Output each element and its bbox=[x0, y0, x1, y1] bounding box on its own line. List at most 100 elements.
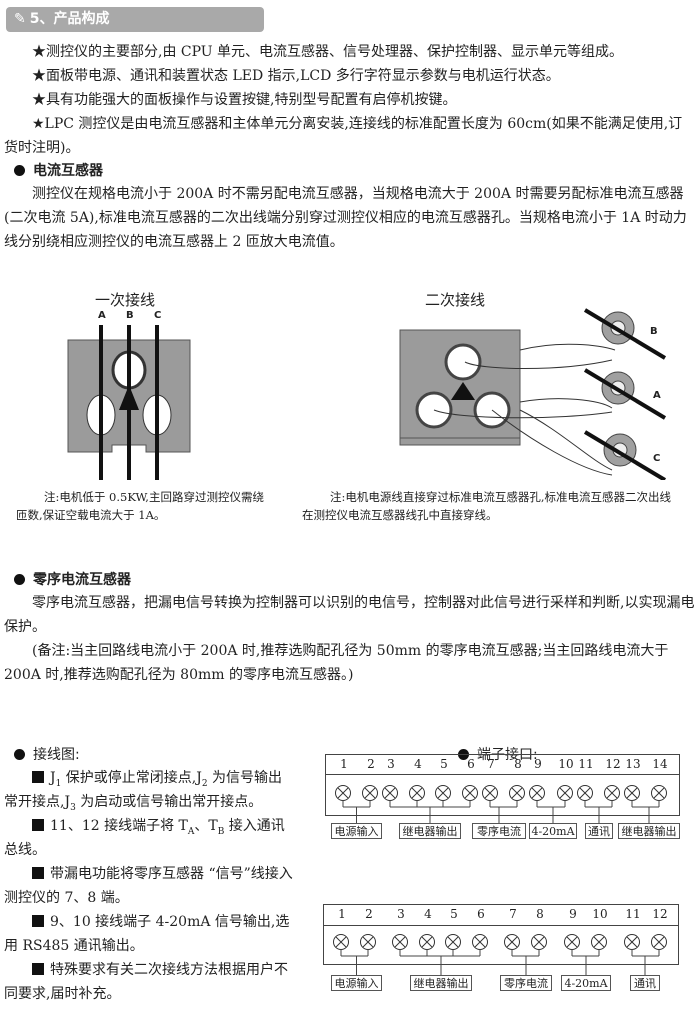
wiring-note-text: 1 bbox=[55, 778, 62, 789]
terminal-screw-icon bbox=[445, 934, 461, 950]
wiring-note-text: 11、12 接线端子将 T bbox=[50, 818, 188, 834]
composition-item: ★LPC 测控仪是由电流互感器和主体单元分离安装,连接线的标准配置长度为 60c… bbox=[4, 116, 683, 156]
bullet-icon bbox=[14, 165, 25, 176]
wiring-note: 11、12 接线端子将 TA、TB 接入通讯总线。 bbox=[4, 814, 294, 862]
wiring-note-text: 为信号输出常开接点,J bbox=[4, 770, 283, 810]
phase-label-a: A bbox=[98, 310, 106, 321]
terminal-group-label: 4-20mA bbox=[561, 975, 611, 991]
terminal-screw-icon bbox=[604, 785, 620, 801]
terminal-number: 2 bbox=[365, 907, 373, 921]
bullet-icon bbox=[14, 574, 25, 585]
wiring-note-text: 特殊要求有关二次接线方法根据用户不同要求,届时补充。 bbox=[4, 962, 288, 1002]
terminal-screw-icon bbox=[335, 785, 351, 801]
terminal-screw-icon bbox=[557, 785, 573, 801]
ct-label-c: C bbox=[653, 453, 661, 464]
secondary-diagram bbox=[399, 308, 667, 480]
secondary-note: 注:电机电源线直接穿过标准电流互感器孔,标准电流互感器二次出线在测控仪电流互感器… bbox=[302, 490, 672, 522]
terminal-number: 3 bbox=[387, 757, 395, 771]
terminal-screw-icon bbox=[409, 785, 425, 801]
zero-seq-section: 零序电流互感器 零序电流互感器，把漏电信号转换为控制器可以识别的电信号，控制器对… bbox=[4, 569, 696, 687]
terminal-number: 8 bbox=[536, 907, 544, 921]
wiring-note-text: 为启动或信号输出常开接点。 bbox=[75, 794, 263, 810]
terminal-number: 12 bbox=[605, 757, 621, 771]
terminal-screw-icon bbox=[504, 934, 520, 950]
ct-label-b: B bbox=[650, 326, 658, 337]
terminal-number: 14 bbox=[652, 757, 668, 771]
terminal-group-label: 电源输入 bbox=[331, 823, 382, 839]
section-header: ✎5、产品构成 bbox=[6, 7, 264, 32]
wiring-note-text: 9、10 接线端子 4-20mA 信号输出,选用 RS485 通讯输出。 bbox=[4, 914, 290, 954]
ct-body: 测控仪在规格电流小于 200A 时不需另配电流互感器，当规格电流大于 200A … bbox=[4, 186, 687, 250]
terminal-screw-icon bbox=[529, 785, 545, 801]
terminal-number: 2 bbox=[367, 757, 375, 771]
terminal-number: 1 bbox=[338, 907, 346, 921]
wiring-note-text: 保护或停止常闭接点,J bbox=[61, 770, 202, 786]
terminal-number: 11 bbox=[625, 907, 641, 921]
wiring-note-text: 、T bbox=[194, 818, 218, 834]
terminal-number: 7 bbox=[487, 757, 495, 771]
composition-item: ★面板带电源、通讯和装置状态 LED 指示,LCD 多行字符显示参数与电机运行状… bbox=[32, 68, 560, 84]
terminal-screw-icon bbox=[577, 785, 593, 801]
terminal-screw-icon bbox=[362, 785, 378, 801]
terminal-number: 6 bbox=[467, 757, 475, 771]
wiring-note-text: 接入通讯总线。 bbox=[4, 818, 285, 858]
primary-diagram bbox=[67, 325, 191, 480]
intro-section: ★测控仪的主要部分,由 CPU 单元、电流互感器、信号处理器、保护控制器、显示单… bbox=[4, 40, 696, 254]
terminal-screw-icon bbox=[564, 934, 580, 950]
square-bullet-icon bbox=[32, 819, 44, 831]
terminal-screw-icon bbox=[419, 934, 435, 950]
terminal-screw-icon bbox=[360, 934, 376, 950]
zero-seq-heading: 零序电流互感器 bbox=[14, 569, 696, 591]
terminal-group-label: 电源输入 bbox=[331, 975, 382, 991]
terminal-number: 10 bbox=[592, 907, 608, 921]
composition-item: ★具有功能强大的面板操作与设置按键,特别型号配置有启停机按键。 bbox=[32, 92, 457, 108]
square-bullet-icon bbox=[32, 771, 44, 783]
wiring-notes: J1 保护或停止常闭接点,J2 为信号输出常开接点,J3 为启动或信号输出常开接… bbox=[4, 766, 294, 1006]
terminal-group-label: 零序电流 bbox=[472, 823, 526, 839]
wiring-note: 带漏电功能将零序互感器 “信号”线接入测控仪的 7、8 端。 bbox=[4, 862, 294, 910]
phase-label-c: C bbox=[154, 310, 162, 321]
wiring-diagrams bbox=[67, 308, 667, 480]
wiring-note-text: B bbox=[217, 826, 225, 837]
square-bullet-icon bbox=[32, 915, 44, 927]
terminal-screw-icon bbox=[651, 934, 667, 950]
zero-seq-heading-text: 零序电流互感器 bbox=[33, 572, 131, 588]
wiring-note-text: A bbox=[187, 826, 195, 837]
section-title: 5、产品构成 bbox=[29, 11, 110, 27]
terminal-number: 1 bbox=[340, 757, 348, 771]
terminal-number: 13 bbox=[625, 757, 641, 771]
wiring-note: J1 保护或停止常闭接点,J2 为信号输出常开接点,J3 为启动或信号输出常开接… bbox=[4, 766, 294, 814]
terminals-heading-text: 端子接口: bbox=[477, 747, 538, 763]
terminal-number: 8 bbox=[514, 757, 522, 771]
terminal-number: 7 bbox=[509, 907, 517, 921]
terminal-screw-icon bbox=[624, 785, 640, 801]
wiring-note: 特殊要求有关二次接线方法根据用户不同要求,届时补充。 bbox=[4, 958, 294, 1006]
terminal-group-label: 4-20mA bbox=[529, 823, 577, 839]
terminal-screw-icon bbox=[462, 785, 478, 801]
terminal-group-label: 继电器输出 bbox=[410, 975, 472, 991]
terminal-group-label: 零序电流 bbox=[500, 975, 552, 991]
hand-pointer-icon: ✎ bbox=[14, 11, 26, 27]
terminal-screw-icon bbox=[482, 785, 498, 801]
ct-heading-text: 电流互感器 bbox=[33, 163, 103, 179]
terminal-group-label: 通讯 bbox=[630, 975, 660, 991]
terminal-screw-icon bbox=[382, 785, 398, 801]
terminal-number: 10 bbox=[558, 757, 574, 771]
terminal-number: 3 bbox=[397, 907, 405, 921]
terminal-number: 12 bbox=[652, 907, 668, 921]
terminal-screw-icon bbox=[392, 934, 408, 950]
zero-seq-body: 零序电流互感器，把漏电信号转换为控制器可以识别的电信号，控制器对此信号进行采样和… bbox=[4, 595, 695, 635]
wiring-note-text: J bbox=[50, 770, 56, 786]
primary-note: 注:电机低于 0.5KW,主回路穿过测控仪需绕匝数,保证空载电流大于 1A。 bbox=[16, 490, 264, 522]
terminal-number: 5 bbox=[450, 907, 458, 921]
terminal-screw-icon bbox=[509, 785, 525, 801]
wiring-heading: 接线图: bbox=[14, 746, 80, 764]
composition-item: ★测控仪的主要部分,由 CPU 单元、电流互感器、信号处理器、保护控制器、显示单… bbox=[32, 44, 624, 60]
phase-label-b: B bbox=[126, 310, 134, 321]
terminal-number: 9 bbox=[534, 757, 542, 771]
wiring-note-text: 3 bbox=[70, 802, 76, 813]
